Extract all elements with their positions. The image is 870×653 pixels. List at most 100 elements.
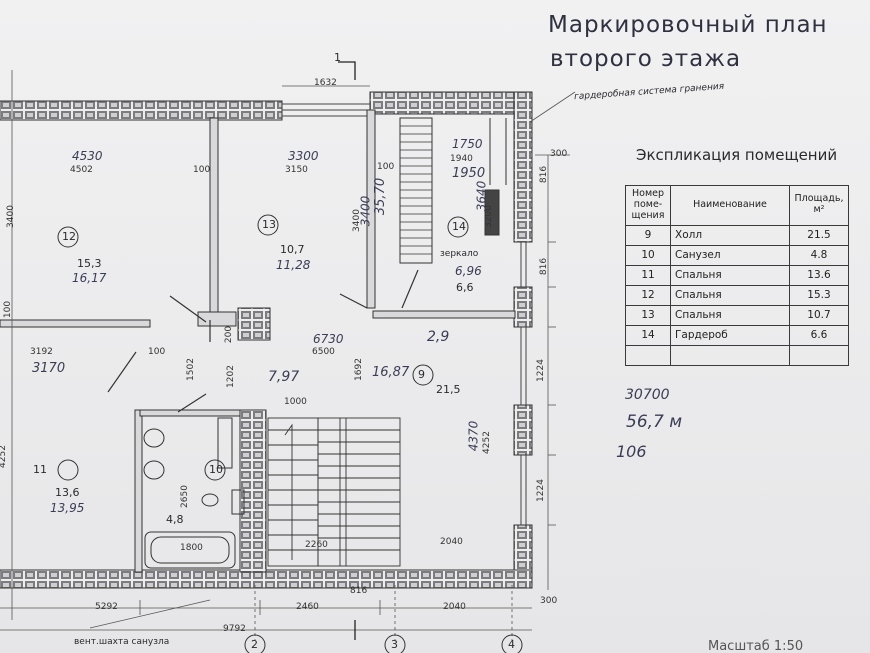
- scale-label: Масштаб 1:50: [708, 639, 804, 653]
- section-mark-top: 1: [334, 51, 341, 64]
- dim-4252-left: 4252: [0, 445, 8, 468]
- row-num: 9: [625, 224, 671, 246]
- row-name: Спальня: [670, 284, 790, 306]
- room-11-area-handwritten: 13,95: [50, 501, 85, 515]
- room-14-area-handwritten: 6,96: [455, 264, 482, 278]
- table-row: 10 Санузел 4.8: [625, 244, 849, 266]
- hw-7-97: 7,97: [268, 369, 300, 385]
- table-row-empty: [625, 344, 849, 366]
- row-area: 4.8: [789, 244, 849, 266]
- dim-300-bottom: 300: [540, 596, 558, 606]
- table-row: 13 Спальня 10.7: [625, 304, 849, 326]
- explication-title: Экспликация помещений: [636, 146, 838, 164]
- room-14-area: 6,6: [456, 281, 474, 294]
- note-30700: 30700: [625, 387, 670, 403]
- hw-3170: 3170: [32, 361, 66, 376]
- dim-2460: 2460: [296, 602, 319, 612]
- plan-title-line2: второго этажа: [550, 46, 742, 72]
- dim-2650: 2650: [179, 485, 190, 508]
- vent-shaft-label: вент.шахта санузла: [74, 637, 170, 647]
- room-10-number: 10: [209, 463, 223, 476]
- row-name: Спальня: [670, 264, 790, 286]
- dim-1502: 1502: [185, 358, 196, 381]
- room-9-area: 21,5: [436, 383, 461, 396]
- hw-3640: 3640: [474, 180, 489, 212]
- room-11-number: 11: [33, 463, 47, 476]
- plan-title-line1: Маркировочный план: [548, 12, 828, 38]
- dim-4252-mid: 4252: [481, 431, 492, 454]
- dim-1632: 1632: [314, 78, 337, 88]
- dim-100-left: 100: [3, 300, 14, 319]
- note-106: 106: [616, 442, 647, 461]
- dim-1940: 1940: [450, 154, 473, 164]
- row-name: Гардероб: [670, 324, 790, 346]
- dim-1000: 1000: [284, 397, 307, 407]
- room-11-area: 13,6: [55, 486, 80, 499]
- dim-1692: 1692: [353, 358, 364, 381]
- axis-label-2: 2: [251, 638, 258, 651]
- hw-1950: 1950: [452, 166, 486, 181]
- row-area: 6.6: [789, 324, 849, 346]
- axis-markers: [244, 634, 523, 653]
- explication-header-row: Номер поме-щения Наименование Площадь, м…: [625, 185, 849, 226]
- wardrobe-shelves: [399, 117, 507, 264]
- dimension-lines: [0, 61, 576, 640]
- hw-3570: 35,70: [373, 177, 389, 216]
- row-num: 12: [625, 284, 671, 306]
- room-14-number: 14: [452, 220, 466, 233]
- row-num: 14: [625, 324, 671, 346]
- table-row: 14 Гардероб 6.6: [625, 324, 849, 346]
- row-name: Холл: [670, 224, 790, 246]
- room-13-number: 13: [262, 218, 276, 231]
- dim-100-c: 100: [148, 347, 166, 357]
- dim-9792: 9792: [223, 624, 246, 634]
- dim-300-right: 300: [550, 149, 568, 159]
- row-name: Санузел: [670, 244, 790, 266]
- hw-2-9: 2,9: [427, 329, 450, 345]
- dim-1202: 1202: [225, 365, 236, 388]
- room-13-area-handwritten: 11,28: [276, 258, 311, 272]
- note-total-area: 56,7 м: [626, 412, 683, 432]
- dim-4502: 4502: [70, 165, 93, 175]
- row-num: 11: [625, 264, 671, 286]
- interior-walls: [0, 109, 516, 573]
- room-10-area: 4,8: [166, 513, 184, 526]
- hw-4530: 4530: [72, 149, 103, 163]
- table-row: 11 Спальня 13.6: [625, 264, 849, 286]
- row-name: Спальня: [670, 304, 790, 326]
- staircase: [267, 417, 401, 567]
- row-area: 15.3: [789, 284, 849, 306]
- dim-100-b: 100: [377, 162, 395, 172]
- explication-table: Номер поме-щения Наименование Площадь, м…: [625, 185, 849, 366]
- table-row: 12 Спальня 15.3: [625, 284, 849, 306]
- dim-3150: 3150: [285, 165, 308, 175]
- row-num: 10: [625, 244, 671, 266]
- top-window: [282, 103, 527, 525]
- dim-5292: 5292: [95, 602, 118, 612]
- header-name: Наименование: [670, 185, 790, 226]
- room-9-area-handwritten: 16,87: [372, 365, 410, 380]
- hw-3400-mid: 3400: [358, 195, 373, 227]
- row-num: 13: [625, 304, 671, 326]
- dim-816-b: 816: [539, 257, 550, 276]
- dim-1224-a: 1224: [535, 359, 546, 382]
- mirror-label: зеркало: [440, 249, 479, 259]
- header-area: Площадь, м²: [789, 185, 849, 226]
- header-room-number: Номер поме-щения: [625, 185, 671, 226]
- hw-1750: 1750: [452, 137, 483, 151]
- dim-100-a: 100: [193, 165, 211, 175]
- axis-label-4: 4: [508, 638, 515, 651]
- room-9-number: 9: [418, 368, 425, 381]
- hw-4370: 4370: [466, 420, 481, 452]
- row-area: 21.5: [789, 224, 849, 246]
- hw-6730: 6730: [313, 332, 344, 346]
- dim-6500: 6500: [312, 347, 335, 357]
- dim-3400-left: 3400: [5, 205, 16, 228]
- dim-816-a: 816: [539, 165, 550, 184]
- room-circles: [57, 214, 469, 481]
- dim-2260: 2260: [305, 540, 328, 550]
- dim-1224-b: 1224: [535, 479, 546, 502]
- dim-200: 200: [224, 325, 235, 344]
